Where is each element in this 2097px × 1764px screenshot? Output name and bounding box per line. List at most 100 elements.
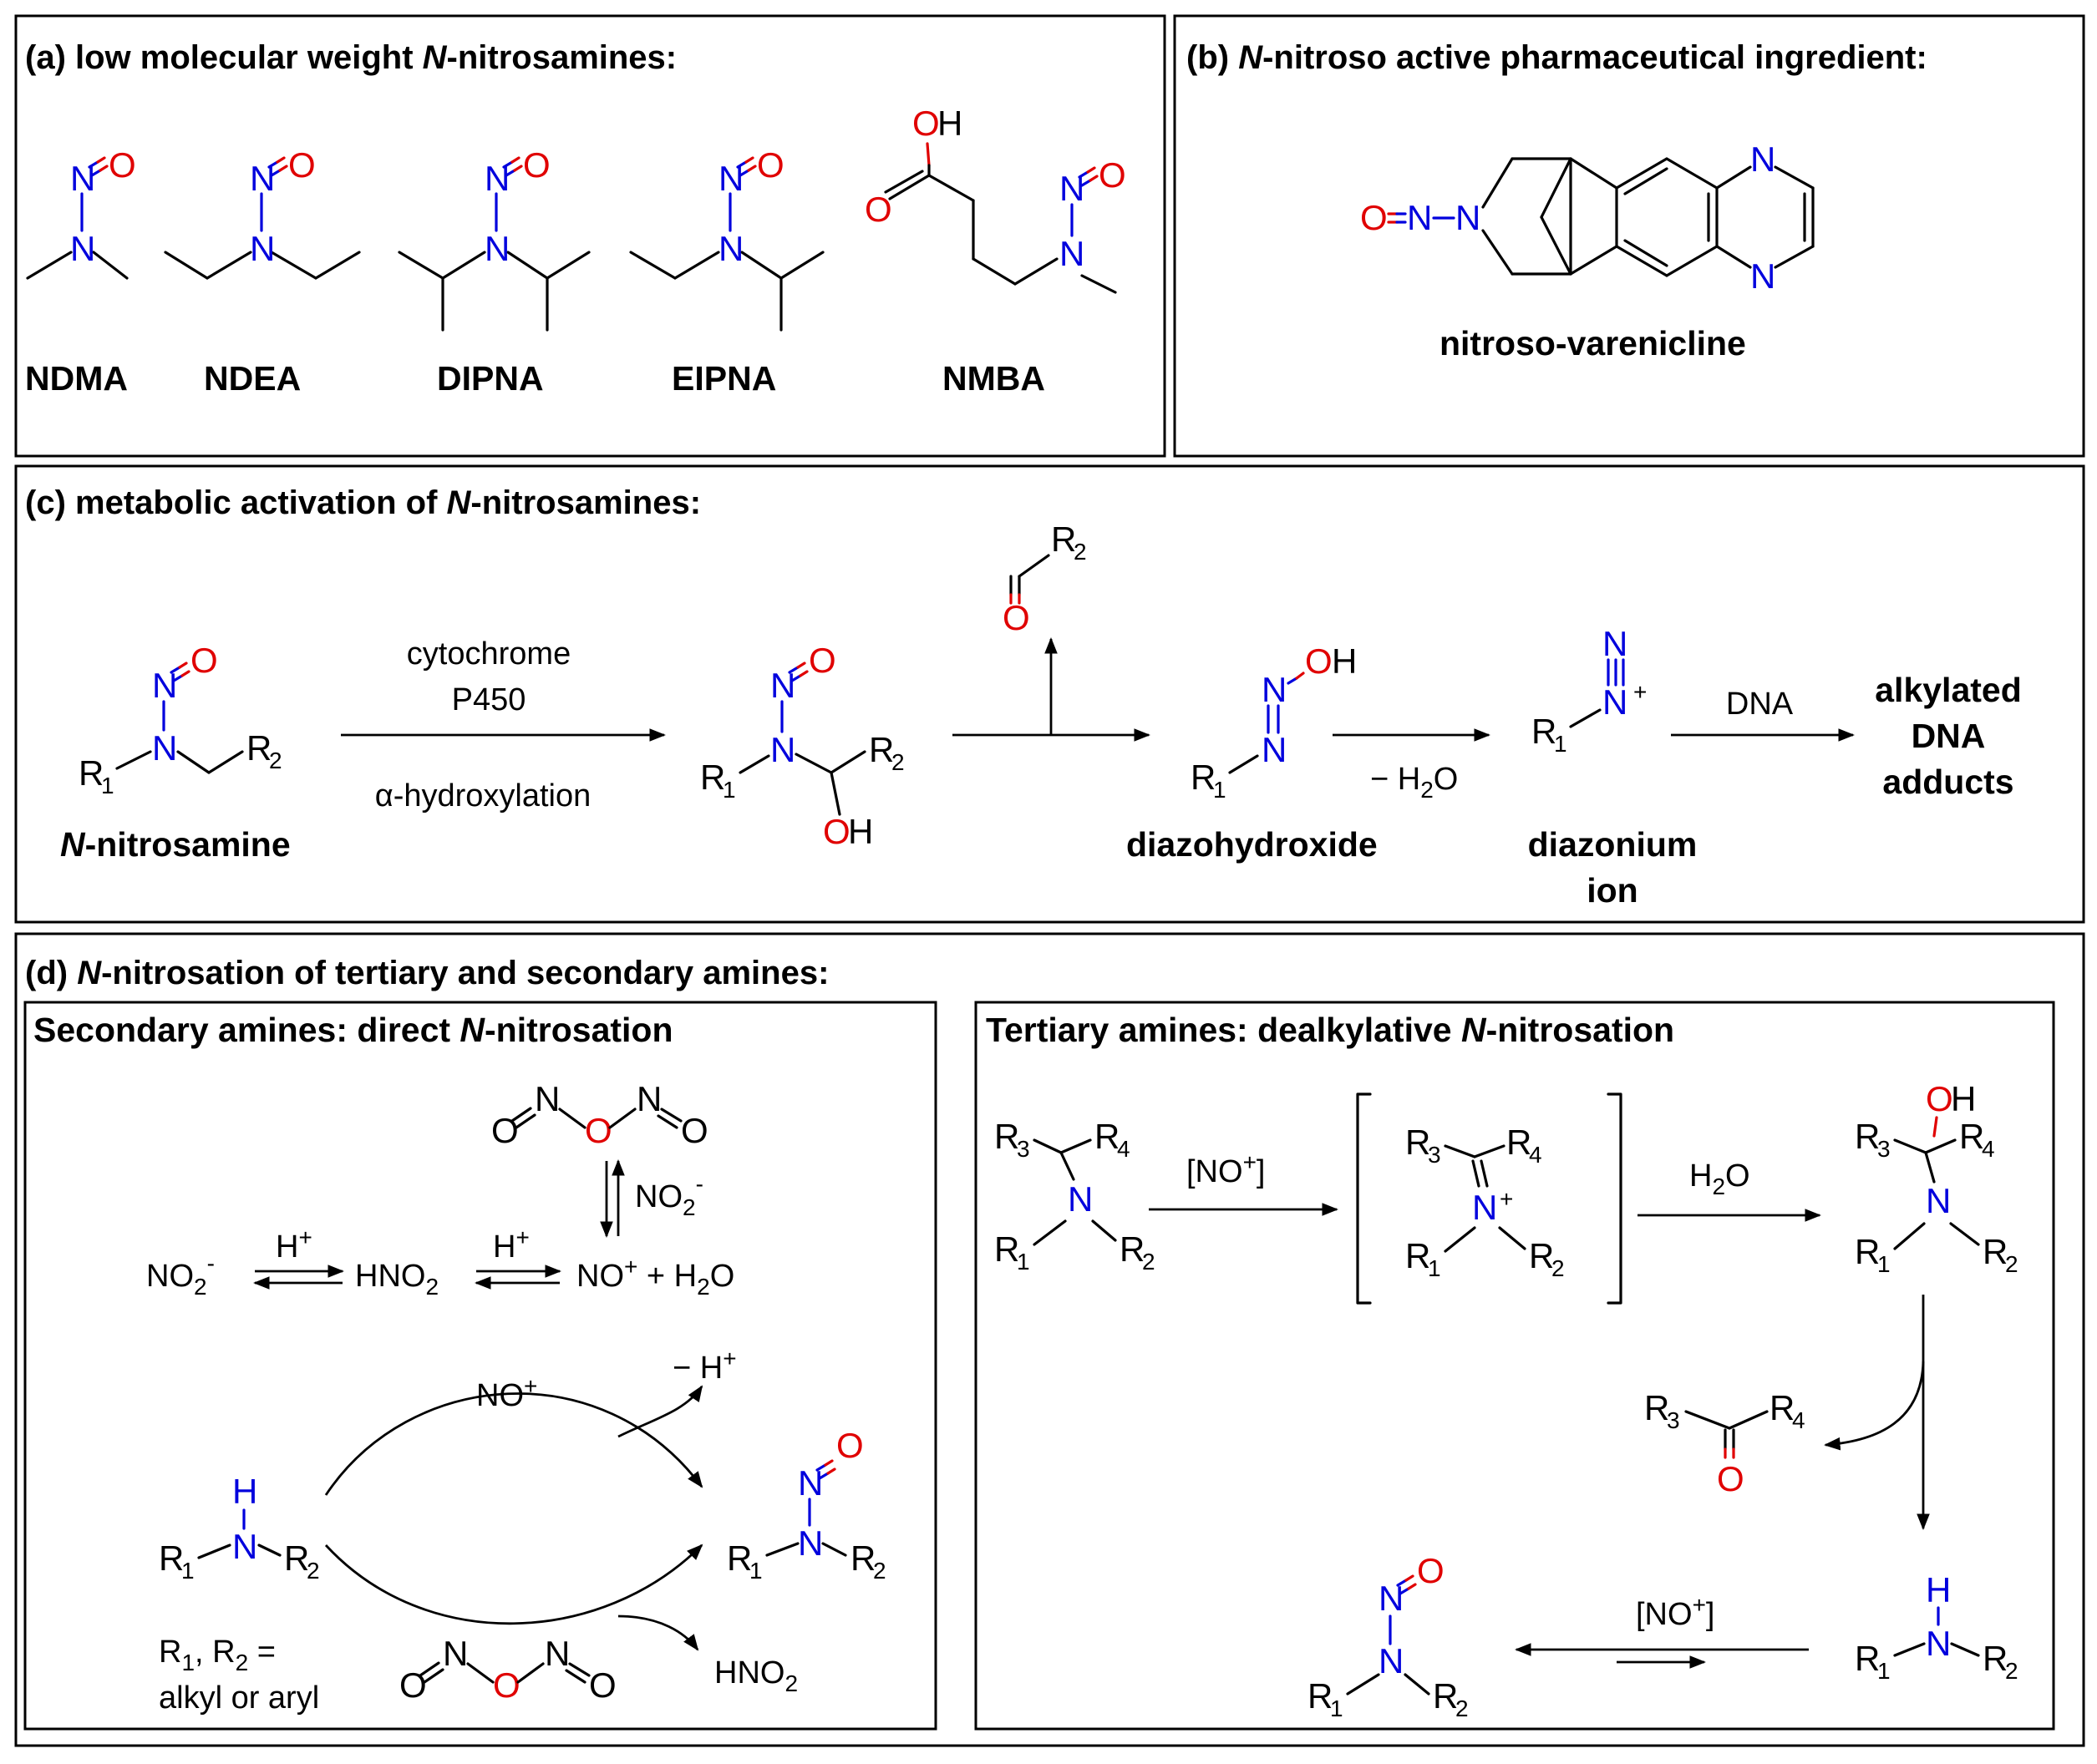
- svg-text:O: O: [491, 1111, 519, 1150]
- byproduct-hno2: HNO2: [714, 1655, 798, 1696]
- svg-text:O: O: [288, 145, 316, 185]
- svg-text:N: N: [152, 728, 177, 768]
- svg-text:1: 1: [181, 1558, 195, 1584]
- svg-text:O: O: [1099, 155, 1126, 195]
- secondary-title: Secondary amines: direct N-nitrosation: [33, 1011, 673, 1049]
- svg-text:R: R: [1529, 1236, 1554, 1275]
- nitrite-ion: NO2-: [146, 1250, 215, 1300]
- reagent-h-plus-2: H+: [493, 1224, 530, 1265]
- svg-text:3: 3: [1428, 1142, 1441, 1168]
- nmba-structure: OH O N N O: [865, 104, 1126, 294]
- svg-text:O: O: [109, 145, 136, 185]
- nitrous-acid: HNO2: [355, 1259, 439, 1300]
- ndea-structure: N N O: [164, 145, 361, 280]
- svg-text:2: 2: [2005, 1658, 2018, 1684]
- svg-text:2: 2: [1074, 539, 1087, 565]
- curved-arrow-ketone: [1824, 1361, 1925, 1451]
- panel-d-secondary-frame: [23, 1001, 937, 1731]
- svg-text:1: 1: [1017, 1249, 1030, 1275]
- svg-text:N: N: [443, 1634, 468, 1673]
- svg-text:N: N: [1379, 1641, 1404, 1680]
- n2o3-top-structure: O N O N O: [491, 1079, 708, 1150]
- panel-b-title: (b) N-nitroso active pharmaceutical ingr…: [1186, 39, 1927, 76]
- svg-text:N: N: [1059, 169, 1084, 208]
- reagent-minus-water: − H2O: [1370, 762, 1458, 803]
- svg-text:2: 2: [307, 1558, 320, 1584]
- svg-text:4: 4: [1982, 1136, 1995, 1162]
- iminium-ion-structure: R3 R4 N + R1 R2: [1405, 1123, 1565, 1281]
- reagent-no-plus: NO+: [476, 1373, 537, 1413]
- svg-text:1: 1: [1428, 1255, 1441, 1281]
- svg-text:O: O: [523, 145, 551, 185]
- svg-text:R: R: [1770, 1388, 1795, 1427]
- svg-text:O: O: [1717, 1459, 1744, 1498]
- svg-text:2: 2: [2005, 1251, 2018, 1277]
- svg-text:4: 4: [1117, 1136, 1130, 1162]
- reagent-dna: DNA: [1726, 687, 1794, 722]
- svg-text:H: H: [1332, 641, 1357, 681]
- svg-text:R: R: [1405, 1236, 1430, 1275]
- tertiary-nitrosamine-product: R1 N N O R2: [1307, 1551, 1469, 1721]
- svg-text:N: N: [637, 1079, 662, 1118]
- svg-text:R: R: [246, 728, 272, 768]
- nitroso-varenicline-structure: O N N N N: [1360, 139, 1815, 296]
- n-nitrosamine-structure: R1 N N O R2: [79, 641, 282, 798]
- svg-text:N: N: [1926, 1624, 1951, 1663]
- label-diazonium: diazonium: [1528, 825, 1698, 864]
- diazonium-ion-structure: R1 N + N: [1531, 624, 1647, 757]
- reagent-cytochrome: cytochrome: [407, 636, 571, 672]
- svg-text:O: O: [585, 1111, 612, 1150]
- svg-text:R: R: [79, 753, 104, 793]
- svg-text:N: N: [1262, 730, 1287, 769]
- svg-text:R: R: [1855, 1232, 1880, 1271]
- svg-text:R: R: [1644, 1388, 1669, 1427]
- panel-c-title: (c) metabolic activation of N-nitrosamin…: [25, 484, 701, 521]
- svg-text:O: O: [190, 641, 218, 680]
- panel-b-frame: [1173, 14, 2085, 458]
- svg-text:1: 1: [723, 777, 736, 803]
- svg-text:R: R: [1120, 1229, 1145, 1269]
- dealkylated-amine-structure: H N R1 R2: [1855, 1570, 2018, 1684]
- svg-text:O: O: [865, 190, 892, 229]
- svg-text:N: N: [1455, 198, 1480, 237]
- ndma-structure: N N O: [26, 145, 136, 280]
- svg-text:N: N: [798, 1523, 823, 1563]
- svg-text:O: O: [809, 641, 836, 680]
- svg-text:R: R: [1959, 1117, 1984, 1156]
- svg-text:2: 2: [891, 749, 905, 775]
- svg-text:1: 1: [1554, 731, 1567, 757]
- svg-text:2: 2: [1455, 1696, 1469, 1721]
- svg-text:N: N: [1407, 198, 1432, 237]
- label-ndma: NDMA: [25, 359, 128, 398]
- svg-text:N: N: [1750, 139, 1775, 179]
- tertiary-amine-structure: R3 R4 N R1 R2: [994, 1117, 1155, 1275]
- panel-a-title: (a) low molecular weight N-nitrosamines:: [25, 39, 677, 76]
- svg-text:N: N: [1059, 234, 1084, 273]
- svg-text:O: O: [823, 812, 850, 851]
- r-definition-value: alkyl or aryl: [159, 1680, 319, 1716]
- svg-text:R: R: [1855, 1639, 1880, 1678]
- label-ndea: NDEA: [204, 359, 301, 398]
- curved-arrow-hno2: [617, 1614, 699, 1651]
- svg-text:R: R: [1191, 758, 1216, 797]
- svg-text:O: O: [757, 145, 784, 185]
- svg-text:3: 3: [1017, 1136, 1030, 1162]
- svg-text:H: H: [1951, 1079, 1976, 1118]
- svg-text:N: N: [545, 1634, 570, 1673]
- svg-text:2: 2: [1551, 1255, 1565, 1281]
- bracket-left: [1356, 1092, 1372, 1305]
- svg-text:N: N: [485, 229, 510, 268]
- svg-text:N: N: [1602, 624, 1627, 663]
- svg-text:3: 3: [1667, 1407, 1680, 1433]
- svg-text:R: R: [1094, 1117, 1120, 1156]
- svg-text:+: +: [1633, 679, 1647, 705]
- svg-text:O: O: [681, 1111, 708, 1150]
- panel-d-tertiary-frame: [974, 1001, 2055, 1731]
- svg-text:N: N: [1262, 670, 1287, 709]
- label-dipna: DIPNA: [437, 359, 544, 398]
- dipna-structure: N N O: [398, 145, 591, 332]
- svg-text:R: R: [1405, 1123, 1430, 1162]
- svg-text:O: O: [1926, 1079, 1953, 1118]
- reagent-alpha-hydroxylation: α-hydroxylation: [375, 778, 592, 814]
